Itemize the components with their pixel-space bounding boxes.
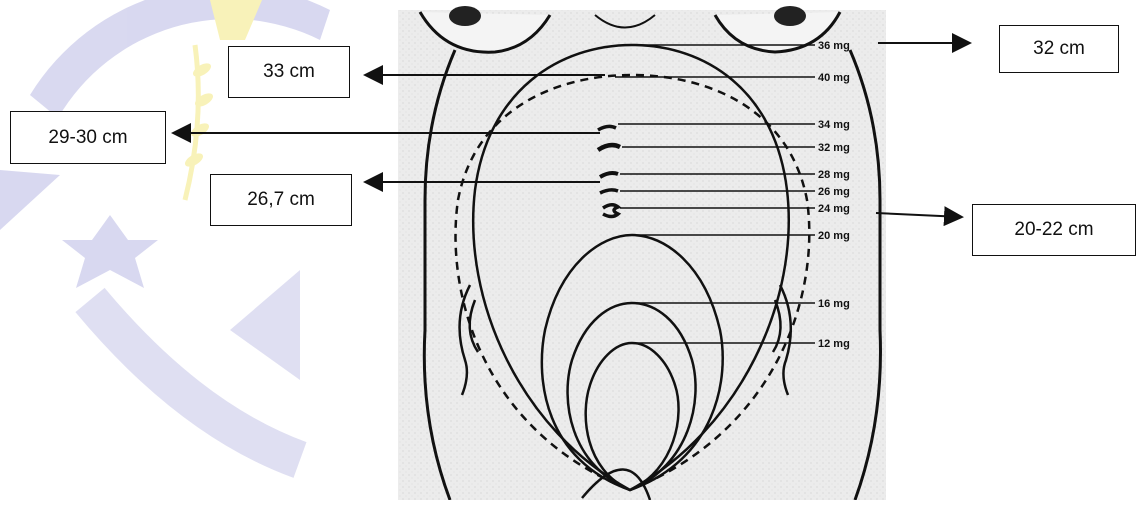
measurement-36mg-text: 32 cm [1033,38,1085,60]
label-16-mg: 16 mg [818,298,850,310]
measurement-box-28mg: 26,7 cm [210,174,352,226]
label-28-mg: 28 mg [818,169,850,181]
label-20-mg: 20 mg [818,230,850,242]
label-40-mg: 40 mg [818,72,850,84]
measurement-box-40mg: 33 cm [228,46,350,98]
measurement-40mg-text: 33 cm [263,61,315,83]
measurement-box-34mg: 29-30 cm [10,111,166,164]
label-26-mg: 26 mg [818,186,850,198]
label-32-mg: 32 mg [818,142,850,154]
measurement-box-36mg: 32 cm [999,25,1119,73]
arrow-24 [876,213,962,217]
measurement-box-24mg: 20-22 cm [972,204,1136,256]
measurement-28mg-text: 26,7 cm [247,189,315,211]
measurement-24mg-text: 20-22 cm [1014,219,1093,241]
measurement-34mg-text: 29-30 cm [48,127,127,149]
star-icon [62,215,158,288]
label-34-mg: 34 mg [818,119,850,131]
label-36-mg: 36 mg [818,40,850,52]
label-24-mg: 24 mg [818,203,850,215]
label-12-mg: 12 mg [818,338,850,350]
